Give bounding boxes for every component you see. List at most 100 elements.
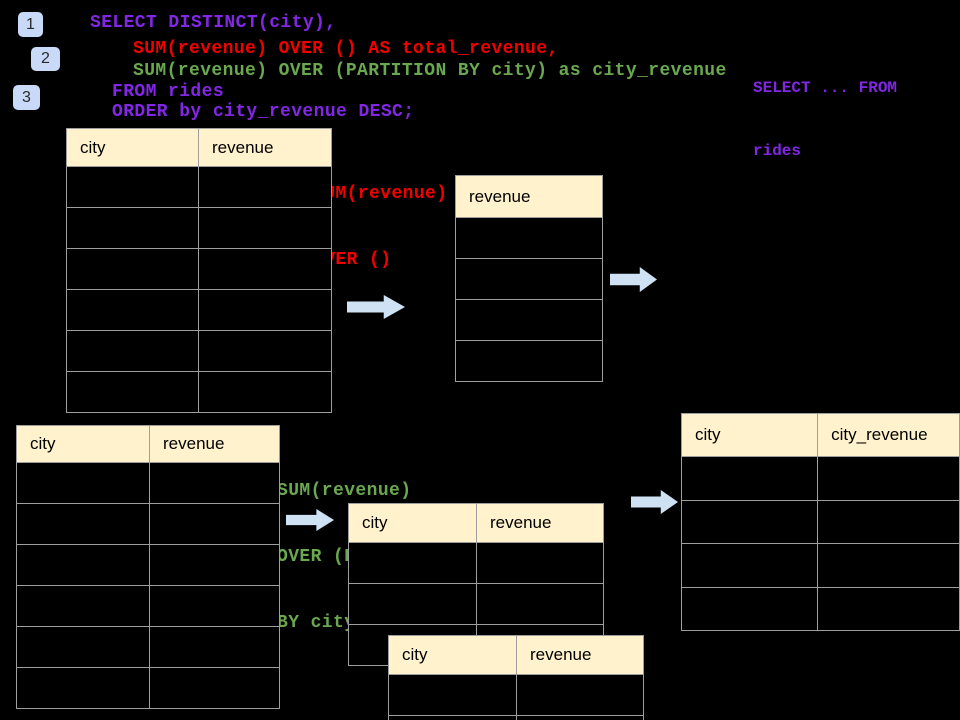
table-cell	[348, 583, 477, 625]
column-header: city	[348, 503, 477, 543]
table-row	[66, 248, 332, 290]
table-row	[388, 674, 644, 716]
sql-line-order-by: ORDER by city_revenue DESC;	[112, 102, 415, 122]
label-sum-over-empty: SUM(revenue) OVER ()	[313, 139, 447, 315]
table-cell	[817, 499, 960, 544]
arrow-right-icon	[347, 295, 405, 319]
table-cell	[16, 544, 150, 586]
table-row	[66, 371, 332, 413]
step-badge-2: 2	[31, 47, 60, 71]
table-cell	[149, 667, 280, 709]
table-cell	[16, 585, 150, 627]
table-cell	[817, 543, 960, 588]
table-cell	[66, 371, 199, 413]
table-cell	[476, 542, 604, 584]
table-cell	[388, 674, 517, 716]
arrow-right-icon	[610, 267, 657, 292]
table-row	[680, 543, 960, 588]
column-header: revenue	[516, 635, 644, 675]
sql-side-snippet-line2: rides	[753, 142, 802, 160]
column-header: revenue	[455, 175, 603, 218]
column-header: city	[680, 413, 819, 457]
table-cell	[149, 503, 280, 545]
sql-line-city-revenue: SUM(revenue) OVER (PARTITION BY city) as…	[133, 61, 727, 81]
column-header: city	[66, 128, 199, 167]
table-row	[16, 544, 280, 586]
table-cell	[66, 207, 199, 249]
table-cell	[149, 585, 280, 627]
table-cell	[198, 166, 332, 208]
table-row	[680, 499, 960, 544]
table-row	[16, 626, 280, 668]
table-cell	[16, 667, 150, 709]
sql-side-snippet: SELECT ... FROM rides	[753, 36, 897, 204]
table-cell	[817, 456, 960, 501]
table-cell	[516, 674, 644, 716]
label-sum-over-empty-line1: SUM(revenue)	[313, 184, 448, 204]
table-row	[455, 258, 603, 300]
table-cell	[66, 330, 199, 372]
table-cell	[455, 258, 603, 300]
table-cell	[16, 462, 150, 504]
table-row	[16, 585, 280, 627]
arrow-right-icon	[631, 490, 678, 514]
column-header: city_revenue	[817, 413, 960, 457]
table-row	[16, 503, 280, 545]
table-cell	[680, 456, 819, 501]
column-header: city	[16, 425, 150, 463]
table-row	[16, 667, 280, 709]
sql-line-total-revenue: SUM(revenue) OVER () AS total_revenue,	[133, 39, 559, 59]
table-cell	[388, 715, 517, 720]
table-row	[66, 289, 332, 331]
table-cell	[817, 586, 960, 631]
table-cell	[149, 544, 280, 586]
table-row	[455, 217, 603, 259]
sql-side-snippet-line1: SELECT ... FROM	[753, 79, 898, 97]
table-cell	[198, 207, 332, 249]
column-header: revenue	[198, 128, 332, 167]
sql-line-from: FROM rides	[112, 82, 225, 102]
table-row	[455, 340, 603, 382]
table-cell	[455, 299, 603, 341]
table-cell	[455, 340, 603, 382]
table-row	[66, 330, 332, 372]
table-cell	[149, 626, 280, 668]
table-cell	[680, 543, 819, 588]
arrow-right-icon	[286, 509, 334, 531]
table-row	[455, 299, 603, 341]
total-revenue-result-table: revenue	[455, 175, 603, 382]
table-cell	[198, 289, 332, 331]
table-cell	[198, 371, 332, 413]
table-cell	[198, 330, 332, 372]
step-badge-1: 1	[18, 12, 43, 37]
column-header: revenue	[149, 425, 280, 463]
table-row	[680, 586, 960, 631]
column-header: revenue	[476, 503, 604, 543]
table-row	[348, 583, 604, 625]
table-row	[66, 166, 332, 208]
table-row	[16, 462, 280, 504]
table-cell	[680, 586, 819, 631]
step-badge-3: 3	[13, 85, 40, 110]
table-cell	[348, 542, 477, 584]
table-row	[680, 456, 960, 501]
table-cell	[66, 248, 199, 290]
table-row	[348, 542, 604, 584]
table-row	[388, 715, 644, 720]
label-sum-over-partition-line1: SUM(revenue)	[277, 481, 412, 501]
table-cell	[516, 715, 644, 720]
label-sum-over-empty-line2: OVER ()	[313, 250, 392, 270]
column-header: city	[388, 635, 517, 675]
table-cell	[16, 503, 150, 545]
table-cell	[680, 499, 819, 544]
table-cell	[66, 166, 199, 208]
sql-line-select: SELECT DISTINCT(city),	[90, 13, 337, 33]
table-cell	[198, 248, 332, 290]
table-cell	[16, 626, 150, 668]
